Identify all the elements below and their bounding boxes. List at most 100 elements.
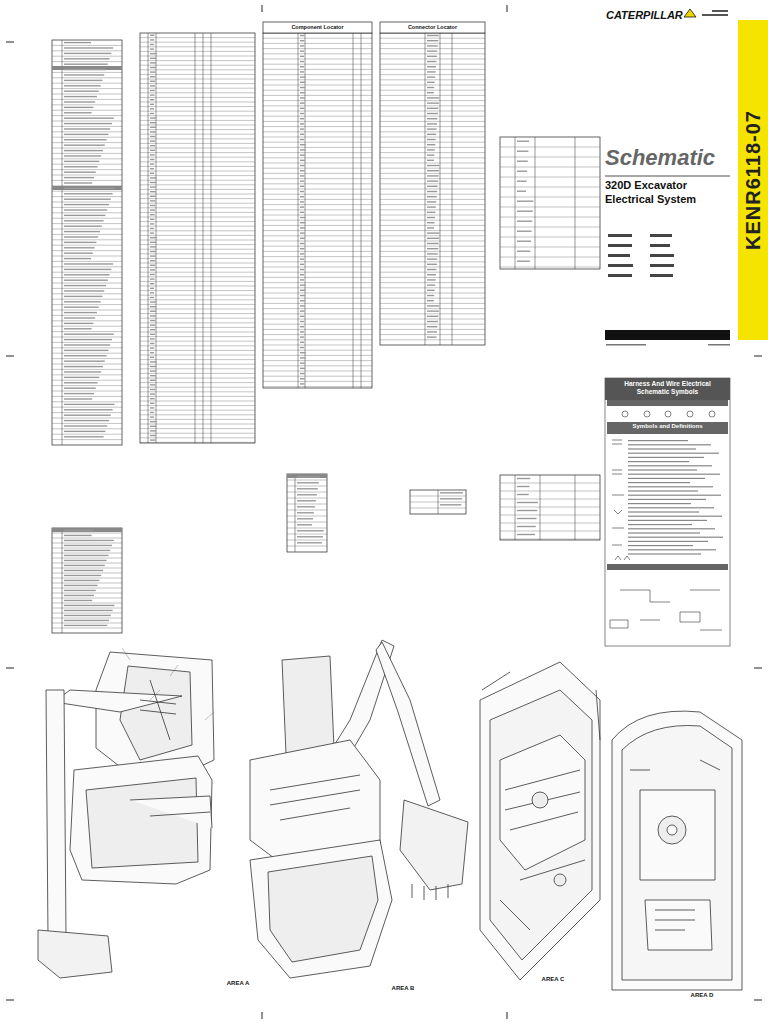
table-row-rule xyxy=(263,69,372,70)
table-row-rule xyxy=(263,345,372,346)
table-print xyxy=(300,368,305,369)
table-print xyxy=(427,264,437,265)
table-print xyxy=(150,403,154,404)
table-print xyxy=(300,310,305,311)
table-print xyxy=(427,92,434,93)
table-print xyxy=(150,398,155,399)
table-print xyxy=(427,154,434,155)
table-print xyxy=(427,274,436,275)
table-print xyxy=(300,378,305,379)
table-print xyxy=(427,97,439,98)
table-row-rule xyxy=(380,319,485,320)
table-print xyxy=(427,40,438,41)
table-row-rule xyxy=(52,196,122,197)
table-print xyxy=(300,331,304,332)
table-row-rule xyxy=(263,365,372,366)
table-row-rule xyxy=(380,111,485,112)
line-art xyxy=(490,690,592,960)
table-print xyxy=(517,161,528,162)
table-row-rule xyxy=(380,308,485,309)
table-row-rule xyxy=(140,263,255,264)
table-row-rule xyxy=(52,320,122,321)
table-row-rule xyxy=(380,43,485,44)
table-frame xyxy=(500,475,600,540)
table-row-rule xyxy=(380,95,485,96)
definition-print xyxy=(628,516,722,517)
line-art xyxy=(70,756,212,884)
table-row-rule xyxy=(140,442,255,443)
table-print xyxy=(427,71,436,72)
table-row-rule xyxy=(52,202,122,203)
table-column-rule xyxy=(305,33,306,388)
definition-print xyxy=(628,490,698,491)
table-row-rule xyxy=(52,137,122,138)
table-row-rule xyxy=(140,194,255,195)
table-print xyxy=(150,113,154,114)
table-row-rule xyxy=(140,414,255,415)
table-print xyxy=(300,186,304,187)
table-print xyxy=(300,196,304,197)
table-row-rule xyxy=(140,424,255,425)
table-print xyxy=(150,214,155,215)
cab-area-d xyxy=(612,711,742,990)
table-print xyxy=(64,128,110,129)
table-print xyxy=(64,425,107,426)
table-row-rule xyxy=(380,246,485,247)
table-row-rule xyxy=(52,77,122,78)
line-art xyxy=(650,274,673,277)
table-row-rule xyxy=(140,322,255,323)
table-row-rule xyxy=(263,272,372,273)
line-art xyxy=(46,690,66,940)
table-print xyxy=(427,61,436,62)
table-title-box xyxy=(263,22,372,33)
table-print xyxy=(427,310,439,311)
document-number: KENR6118-07 xyxy=(742,110,765,250)
table-print xyxy=(517,211,533,212)
line-art xyxy=(608,254,630,257)
table-row-rule xyxy=(263,376,372,377)
table-print xyxy=(64,555,108,556)
table-row-rule xyxy=(140,286,255,287)
definition-print xyxy=(628,528,715,529)
table-row-rule xyxy=(140,148,255,149)
table-print xyxy=(64,339,112,340)
table-row-rule xyxy=(287,498,327,499)
table-row-rule xyxy=(140,203,255,204)
table-print xyxy=(300,342,304,343)
line-art xyxy=(709,411,715,417)
table-row-rule xyxy=(263,267,372,268)
table-print xyxy=(64,225,102,226)
table-row-rule xyxy=(52,245,122,246)
table-row-rule xyxy=(263,303,372,304)
table-row-rule xyxy=(52,385,122,386)
table-row-rule xyxy=(140,355,255,356)
table-print xyxy=(150,122,156,123)
table-print xyxy=(300,56,304,57)
table-column-rule xyxy=(361,33,362,388)
table-print xyxy=(64,215,105,216)
table-print xyxy=(64,247,95,248)
table-print xyxy=(427,305,439,306)
table-print xyxy=(150,131,156,132)
table-row-rule xyxy=(380,105,485,106)
line-art xyxy=(507,5,508,12)
definition-print xyxy=(628,507,714,508)
table-row-rule xyxy=(140,364,255,365)
table-title-box xyxy=(380,22,485,33)
table-print xyxy=(427,160,434,161)
table-row-rule xyxy=(380,69,485,70)
table-column-rule xyxy=(575,137,576,269)
table-print xyxy=(300,180,304,181)
table-print xyxy=(150,173,154,174)
table-print xyxy=(64,53,111,54)
area-label: AREA C xyxy=(533,976,573,983)
table-print xyxy=(427,243,439,244)
line-art xyxy=(622,411,628,417)
table-row-rule xyxy=(52,115,122,116)
line-art xyxy=(500,735,585,870)
table-row-rule xyxy=(263,74,372,75)
table-print xyxy=(150,301,157,302)
line-art xyxy=(500,770,585,930)
table-row-rule xyxy=(140,309,255,310)
